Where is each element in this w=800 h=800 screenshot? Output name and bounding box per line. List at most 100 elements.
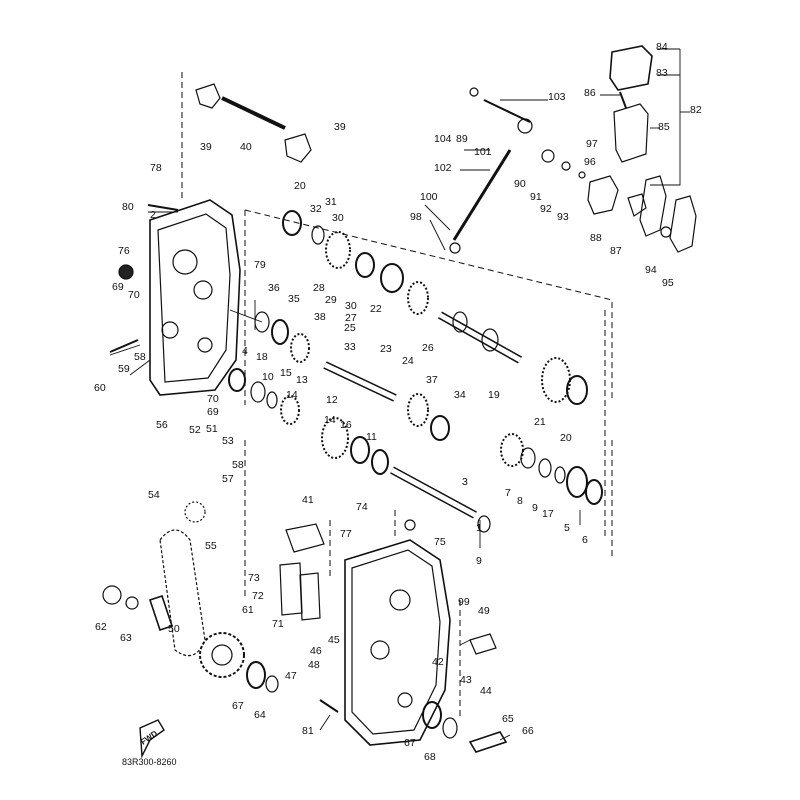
forward-arrow [139,719,165,759]
part-callout-41: 41 [302,494,314,506]
part-callout-6: 6 [582,534,588,546]
part-callout-73: 73 [248,572,260,584]
part-callout-35: 35 [288,293,300,305]
part-callout-89: 89 [456,133,468,145]
part-callout-14: 14 [286,389,298,401]
part-callout-19: 19 [488,389,500,401]
part-callout-75: 75 [434,536,446,548]
part-callout-2: 2 [150,209,156,221]
part-callout-76: 76 [118,245,130,257]
part-callout-23: 23 [380,343,392,355]
part-callout-37: 37 [426,374,438,386]
part-callout-50: 50 [168,623,180,635]
part-callout-40: 40 [240,141,252,153]
part-callout-57: 57 [222,473,234,485]
part-callout-60: 60 [94,382,106,394]
part-callout-18: 18 [256,351,268,363]
part-callout-1: 1 [476,522,482,534]
part-callout-96: 96 [584,156,596,168]
part-callout-63: 63 [120,632,132,644]
part-callout-39: 39 [334,121,346,133]
part-callout-61: 61 [242,604,254,616]
part-callout-39: 39 [200,141,212,153]
part-callout-66: 66 [522,725,534,737]
part-callout-97: 97 [586,138,598,150]
part-callout-24: 24 [402,355,414,367]
part-callout-102: 102 [434,162,452,174]
part-callout-68: 68 [424,751,436,763]
part-callout-84: 84 [656,41,668,53]
part-callout-42: 42 [432,656,444,668]
middle-gear-shaft [254,311,450,441]
part-callout-48: 48 [308,659,320,671]
drawing-artwork [102,45,697,759]
part-callout-17: 17 [542,508,554,520]
part-callout-7: 7 [505,487,511,499]
part-callout-81: 81 [302,725,314,737]
part-callout-27: 27 [345,312,357,324]
upper-gear-shaft [282,210,588,405]
part-callout-26: 26 [422,342,434,354]
part-callout-74: 74 [356,501,368,513]
part-callout-3: 3 [462,476,468,488]
part-callout-53: 53 [222,435,234,447]
chain-and-sprockets [102,204,508,753]
part-callout-90: 90 [514,178,526,190]
part-callout-100: 100 [420,191,438,203]
part-callout-12: 12 [326,394,338,406]
part-callout-15: 15 [280,367,292,379]
part-callout-43: 43 [460,674,472,686]
part-callout-36: 36 [268,282,280,294]
part-callout-55: 55 [205,540,217,552]
part-callout-79: 79 [254,259,266,271]
part-callout-44: 44 [480,685,492,697]
part-callout-70: 70 [128,289,140,301]
part-callout-30: 30 [332,212,344,224]
part-callout-29: 29 [325,294,337,306]
part-callout-80: 80 [122,201,134,213]
leader-lines [109,48,690,741]
part-callout-16: 16 [340,419,352,431]
part-callout-104: 104 [434,133,452,145]
part-callout-33: 33 [344,341,356,353]
part-callout-82: 82 [690,104,702,116]
shift-linkage [449,45,697,254]
part-callout-5: 5 [564,522,570,534]
catalog-code: 83R300-8260 [122,757,177,767]
part-callout-58: 58 [232,459,244,471]
shift-rod-assembly [195,83,312,163]
part-callout-58: 58 [134,351,146,363]
left-transmission-case [118,199,241,396]
part-callout-11: 11 [366,431,377,443]
part-callout-13: 13 [296,374,308,386]
part-callout-103: 103 [548,91,566,103]
part-callout-70: 70 [207,393,219,405]
part-callout-8: 8 [517,495,523,507]
part-callout-59: 59 [118,363,130,375]
part-callout-85: 85 [658,121,670,133]
part-callout-22: 22 [370,303,382,315]
part-callout-28: 28 [313,282,325,294]
forward-arrow-text: FWD [139,729,159,747]
part-callout-30: 30 [345,300,357,312]
part-callout-9: 9 [476,555,482,567]
part-callout-46: 46 [310,645,322,657]
part-callout-98: 98 [410,211,422,223]
part-callout-49: 49 [478,605,490,617]
part-callout-91: 91 [530,191,542,203]
part-callout-95: 95 [662,277,674,289]
part-callout-67: 67 [404,737,416,749]
part-callout-25: 25 [344,322,356,334]
frame-lines [181,72,613,720]
part-callout-4: 4 [242,345,248,357]
part-callout-32: 32 [310,203,322,215]
part-callout-56: 56 [156,419,168,431]
part-callout-34: 34 [454,389,466,401]
part-callout-77: 77 [340,528,352,540]
part-callout-45: 45 [328,634,340,646]
part-callout-83: 83 [656,67,668,79]
part-callout-87: 87 [610,245,622,257]
part-callout-88: 88 [590,232,602,244]
